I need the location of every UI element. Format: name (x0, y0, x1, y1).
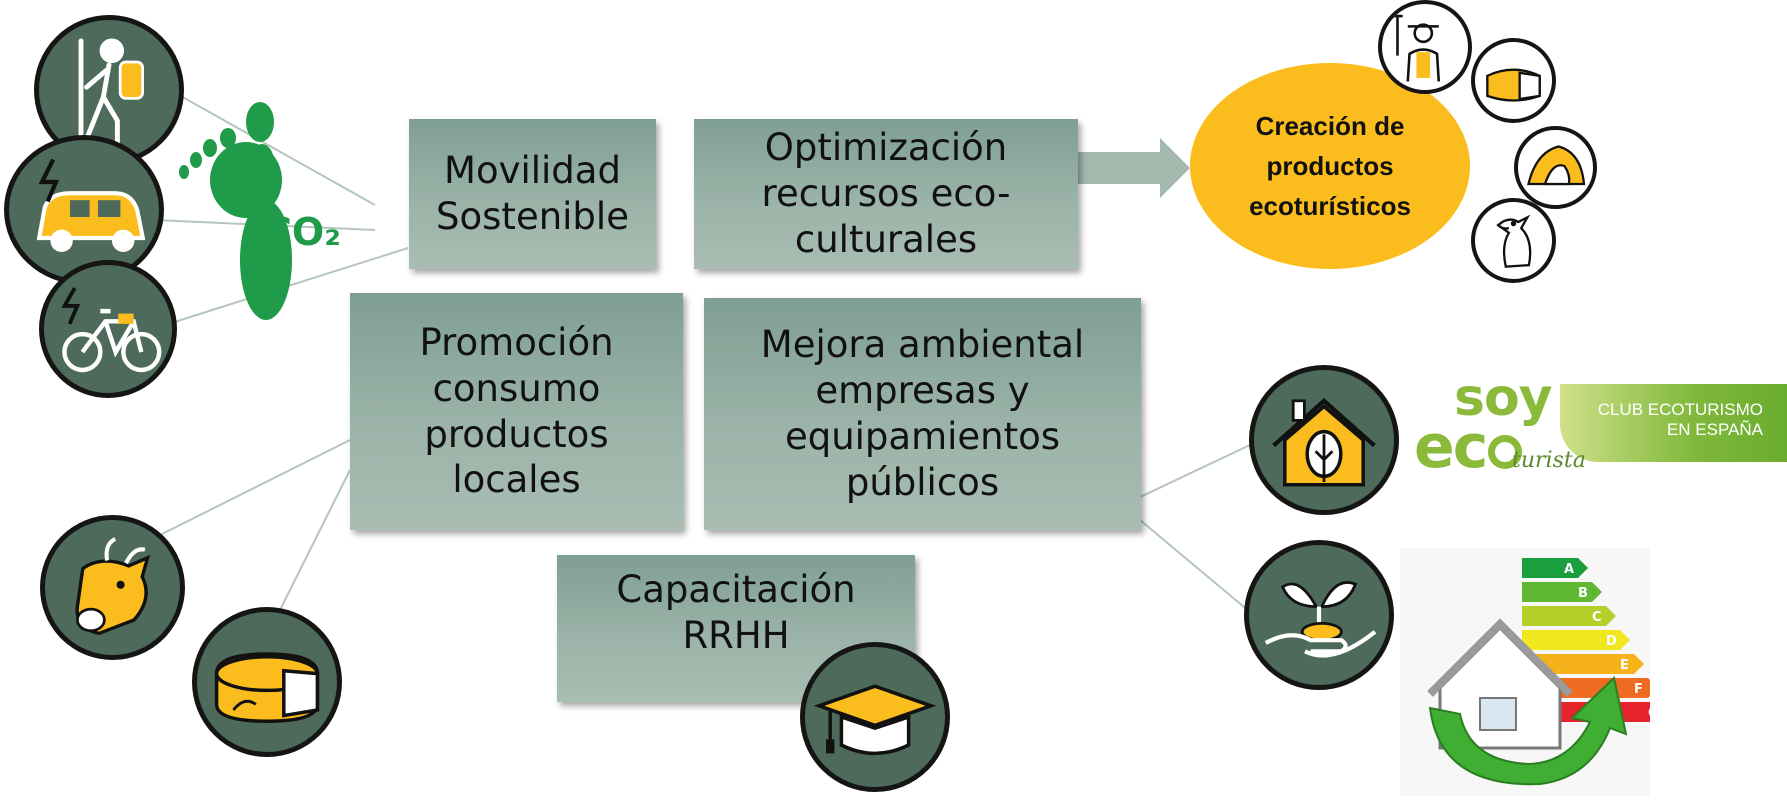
co2-label: CO₂ (264, 210, 341, 254)
box-movilidad-sostenible: Movilidad Sostenible (409, 119, 656, 269)
energy-bar-c (1522, 606, 1616, 626)
energy-letter-e: E (1620, 658, 1629, 673)
energy-bar-a (1522, 558, 1588, 578)
hand-plant-icon (1244, 540, 1394, 690)
farmer-icon (1378, 0, 1472, 94)
box-movilidad-label: Movilidad Sostenible (436, 149, 629, 238)
logo-eco-text: ec (1414, 412, 1523, 482)
cheese-slice-icon (1471, 38, 1556, 123)
box-promocion-label: Promoción consumo productos locales (419, 320, 614, 502)
cave-icon (1514, 126, 1597, 209)
box-optimizacion-recursos: Optimización recursos eco- culturales (694, 119, 1078, 269)
energy-bar-d (1522, 630, 1630, 650)
energy-letter-b: B (1578, 586, 1588, 601)
club-label: CLUB ECOTURISMO EN ESPAÑA (1597, 400, 1763, 440)
logo-soy-text: soy (1454, 368, 1553, 428)
arrow (1072, 138, 1190, 198)
energy-letter-f: F (1634, 682, 1643, 697)
electric-car-icon (4, 135, 164, 285)
eco-house-icon (1249, 365, 1399, 515)
logo-turista-text: turista (1512, 448, 1586, 473)
energy-letter-g: G (1648, 706, 1650, 721)
graduation-cap-icon (800, 642, 950, 792)
cheese-icon (192, 607, 342, 757)
result-label: Creación de productos ecoturísticos (1249, 110, 1411, 222)
box-mejora-label: Mejora ambiental empresas y equipamiento… (760, 323, 1085, 504)
vulture-icon (1471, 198, 1556, 283)
energy-letter-a: A (1564, 562, 1574, 577)
energy-letter-c: C (1592, 610, 1602, 625)
soy-ecoturista-logo: CLUB ECOTURISMO EN ESPAÑA soy ec turista (1412, 368, 1787, 482)
energy-label-icon: ABCDEFG (1400, 548, 1672, 796)
energy-bar-b (1522, 582, 1602, 602)
electric-bike-icon (39, 260, 177, 398)
club-ecoturismo-band: CLUB ECOTURISMO EN ESPAÑA (1560, 384, 1787, 462)
result-ellipse: Creación de productos ecoturísticos (1190, 63, 1470, 269)
box-capacitacion-label: Capacitación RRHH (616, 567, 856, 657)
energy-bar-e (1522, 654, 1644, 674)
box-promocion-consumo: Promoción consumo productos locales (350, 293, 683, 530)
cow-icon (40, 515, 185, 660)
box-capacitacion: Capacitación RRHH (557, 555, 915, 702)
co2-footprint-icon: CO₂ (179, 102, 341, 320)
box-mejora-ambiental: Mejora ambiental empresas y equipamiento… (704, 298, 1141, 530)
energy-letter-d: D (1606, 634, 1617, 649)
box-optimizacion-label: Optimización recursos eco- culturales (761, 126, 1011, 261)
